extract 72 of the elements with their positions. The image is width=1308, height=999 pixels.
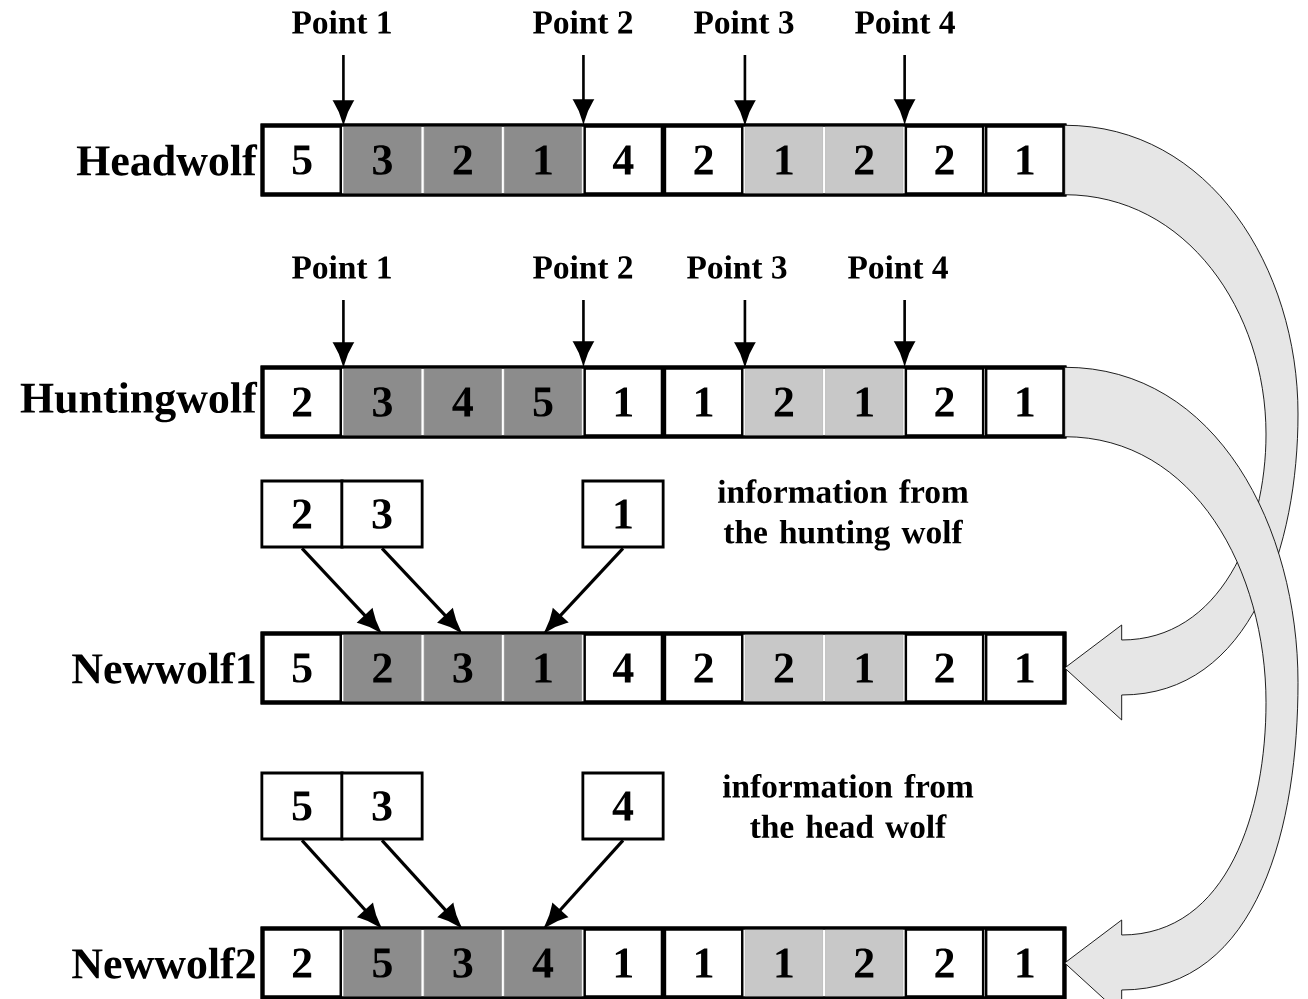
arrow [333,55,354,123]
gene-cell: 2 [825,126,904,194]
gene-cell: 3 [423,634,502,702]
gene-cell: 1 [663,367,744,437]
gene-cell: 1 [825,368,904,436]
gene-cell: 5 [343,929,422,997]
arrow [300,839,381,927]
gene-box: 5 [260,771,344,841]
curved-block-arrow [1064,366,1299,999]
gene-cell: 1 [504,634,582,702]
gene-cell: 1 [984,928,1065,998]
gene-cell: 2 [904,367,985,437]
gene-cell: 2 [262,928,342,998]
arrow [545,839,625,927]
gene-cell: 4 [504,929,582,997]
gene-cell: 2 [744,634,823,702]
gene-box: 2 [260,479,344,549]
gene-cell: 1 [825,634,904,702]
gene-cell: 1 [663,928,744,998]
point-label: Point 4 [848,255,948,279]
gene-cell: 2 [904,928,985,998]
point-label: Point 2 [533,255,633,279]
gene-cell: 2 [663,633,744,703]
gene-cell: 1 [583,928,664,998]
note-text: information from the head wolf [722,773,974,839]
gene-cell: 3 [343,126,422,194]
note-text: information from the hunting wolf [717,479,969,551]
gene-box: 4 [581,771,665,841]
gene-cell: 1 [744,126,823,194]
point-label: Point 1 [292,255,391,279]
gene-cell: 2 [904,633,985,703]
point-label: Point 1 [292,10,391,34]
gene-cell: 2 [825,929,904,997]
point-label: Point 2 [533,10,633,34]
gene-cell: 4 [583,633,664,703]
node-label: Newwolf1 [72,652,255,684]
gene-cell: 1 [744,929,823,997]
gene-cell: 4 [583,125,664,195]
gene-cell: 1 [504,126,582,194]
point-label: Point 3 [687,255,787,279]
gene-box: 3 [340,771,424,841]
node-label: Newwolf2 [72,947,255,979]
arrow [545,547,625,632]
gene-cell: 3 [343,368,422,436]
curved-block-arrow [1064,124,1299,721]
arrow [380,547,461,632]
gene-cell: 5 [262,633,342,703]
arrow [300,547,380,632]
gene-cell: 2 [343,634,422,702]
arrow [735,55,755,123]
gene-cell: 1 [984,367,1065,437]
node-label: Headwolf [76,144,258,176]
gene-cell: 3 [423,929,502,997]
arrow [735,300,755,365]
gene-cell: 2 [663,125,744,195]
gene-box: 3 [340,479,424,549]
gene-cell: 1 [583,367,664,437]
point-label: Point 4 [855,10,955,34]
gene-cell: 2 [744,368,823,436]
gene-cell: 5 [504,368,582,436]
arrow [333,300,354,365]
gene-box: 1 [581,479,665,549]
point-label: Point 3 [694,10,794,34]
gene-cell: 2 [423,126,502,194]
gene-cell: 2 [904,125,985,195]
gene-cell: 1 [984,633,1065,703]
arrow [380,839,461,927]
gene-cell: 1 [984,125,1065,195]
gene-cell: 2 [262,367,342,437]
node-label: Huntingwolf [20,381,258,423]
gene-cell: 4 [423,368,502,436]
gene-cell: 5 [262,125,342,195]
